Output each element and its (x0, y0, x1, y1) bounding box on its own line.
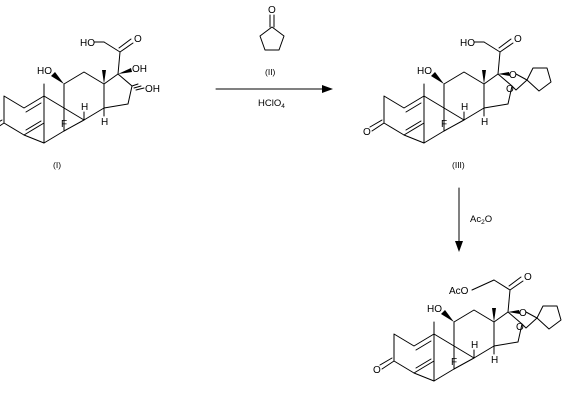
c11-ho-label: HO (427, 304, 442, 315)
c20-o-label: O (134, 34, 142, 45)
c11-ho-label: HO (417, 66, 432, 77)
c21-oh-label: HO (460, 38, 475, 49)
product-acetate: AcO O O O HO F H H O (373, 272, 562, 382)
compound-I: HO O OH OH HO F H H O (I) (0, 34, 160, 170)
compound-III-label: (III) (452, 160, 465, 170)
c20-o-label: O (514, 34, 522, 45)
c14-h-label: H (491, 355, 498, 366)
c20-o-label: O (524, 272, 532, 283)
c14-h-label: H (101, 117, 108, 128)
c9-f-label: F (441, 119, 447, 130)
c16-oh-label: OH (145, 84, 160, 95)
c8-h-label: H (471, 340, 478, 351)
c9-f-label: F (61, 119, 67, 130)
arrow-1-reagent: HClO4 (258, 98, 285, 110)
compound-III: HO O O O HO F H H O (III) (363, 34, 552, 170)
reaction-arrow-1: HClO4 (215, 85, 333, 110)
acetal-o17-label: O (519, 308, 527, 319)
c21-oh-label: HO (80, 38, 95, 49)
reaction-arrow-2: Ac2O (455, 187, 492, 252)
acetal-o16-label: O (516, 322, 524, 333)
c3-o-label: O (373, 365, 381, 376)
c3-o-label: O (363, 127, 371, 138)
c14-h-label: H (481, 117, 488, 128)
c11-ho-label: HO (37, 66, 52, 77)
c8-h-label: H (461, 102, 468, 113)
arrow-2-reagent: Ac2O (470, 214, 492, 226)
c17-oh-label: OH (132, 64, 147, 75)
cyclopentanone-o-label: O (268, 5, 276, 16)
compound-I-label: (I) (53, 160, 61, 170)
compound-II: O (II) (259, 5, 285, 77)
c8-h-label: H (81, 102, 88, 113)
acetal-o17-label: O (509, 70, 517, 81)
acetate-oac-label: AcO (449, 286, 469, 297)
acetal-o16-label: O (506, 84, 514, 95)
compound-II-label: (II) (265, 67, 276, 77)
c9-f-label: F (451, 357, 457, 368)
